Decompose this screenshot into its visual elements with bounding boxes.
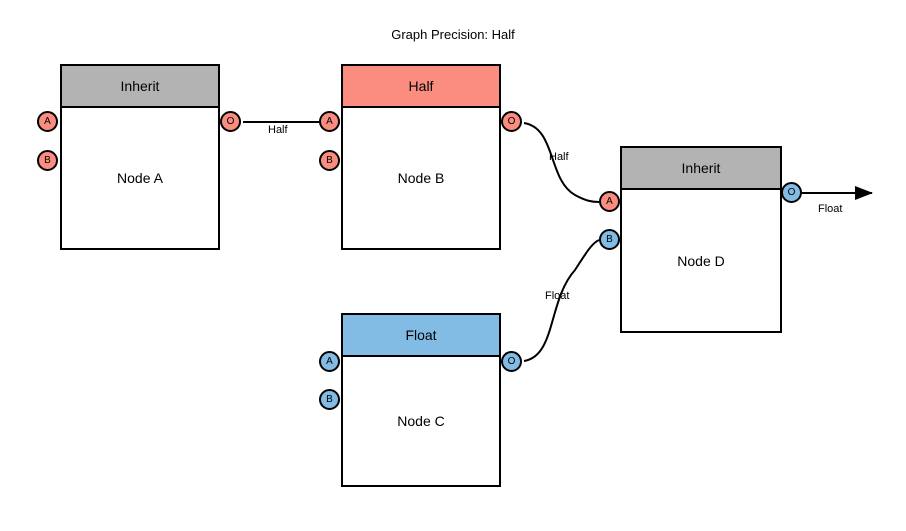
node-a-body: Node A bbox=[62, 108, 218, 248]
node-b-header-label: Half bbox=[408, 78, 434, 94]
node-d-port-b-label: B bbox=[606, 233, 613, 245]
edge-label-a-to-b: Half bbox=[268, 124, 288, 136]
node-b-port-o-label: O bbox=[507, 115, 516, 127]
node-c-label: Node C bbox=[397, 413, 445, 429]
node-c-port-a[interactable]: A bbox=[319, 351, 340, 372]
edge-label-d-output: Float bbox=[818, 203, 843, 215]
node-a-port-b[interactable]: B bbox=[37, 150, 58, 171]
node-a-port-o-label: O bbox=[226, 115, 235, 127]
edge-c-to-d-path[interactable] bbox=[523, 239, 600, 362]
edge-b-to-d-path[interactable] bbox=[523, 122, 600, 203]
node-c-port-b-label: B bbox=[326, 393, 333, 405]
node-d-port-a[interactable]: A bbox=[599, 191, 620, 212]
node-b-port-a[interactable]: A bbox=[319, 111, 340, 132]
node-d[interactable]: Inherit Node D bbox=[620, 146, 782, 333]
node-d-header: Inherit bbox=[622, 148, 780, 190]
node-a-port-a[interactable]: A bbox=[37, 111, 58, 132]
node-d-port-a-label: A bbox=[606, 195, 613, 207]
node-c-port-a-label: A bbox=[326, 355, 333, 367]
node-c-port-b[interactable]: B bbox=[319, 389, 340, 410]
node-a-header-label: Inherit bbox=[120, 78, 160, 94]
node-a[interactable]: Inherit Node A bbox=[60, 64, 220, 250]
node-d-header-label: Inherit bbox=[681, 160, 721, 176]
node-a-port-a-label: A bbox=[44, 115, 51, 127]
node-c[interactable]: Float Node C bbox=[341, 313, 501, 487]
node-b[interactable]: Half Node B bbox=[341, 64, 501, 250]
node-b-body: Node B bbox=[343, 108, 499, 248]
node-b-port-o[interactable]: O bbox=[501, 111, 522, 132]
edge-label-b-to-d: Half bbox=[549, 151, 569, 163]
node-c-port-o[interactable]: O bbox=[501, 351, 522, 372]
node-d-port-o[interactable]: O bbox=[781, 182, 802, 203]
edge-label-c-to-d: Float bbox=[545, 290, 570, 302]
node-c-body: Node C bbox=[343, 357, 499, 485]
node-a-label: Node A bbox=[117, 170, 163, 186]
node-c-header-label: Float bbox=[405, 327, 437, 343]
node-a-header: Inherit bbox=[62, 66, 218, 108]
node-b-port-b-label: B bbox=[326, 154, 333, 166]
node-d-body: Node D bbox=[622, 190, 780, 331]
node-d-port-o-label: O bbox=[787, 186, 796, 198]
node-a-port-o[interactable]: O bbox=[220, 111, 241, 132]
page-title: Graph Precision: Half bbox=[391, 27, 515, 42]
node-d-port-b[interactable]: B bbox=[599, 229, 620, 250]
node-c-port-o-label: O bbox=[507, 355, 516, 367]
node-d-label: Node D bbox=[677, 252, 725, 269]
node-c-header: Float bbox=[343, 315, 499, 357]
node-b-header: Half bbox=[343, 66, 499, 108]
node-b-label: Node B bbox=[397, 170, 445, 186]
node-a-port-b-label: B bbox=[44, 154, 51, 166]
node-b-port-b[interactable]: B bbox=[319, 150, 340, 171]
node-b-port-a-label: A bbox=[326, 115, 333, 127]
